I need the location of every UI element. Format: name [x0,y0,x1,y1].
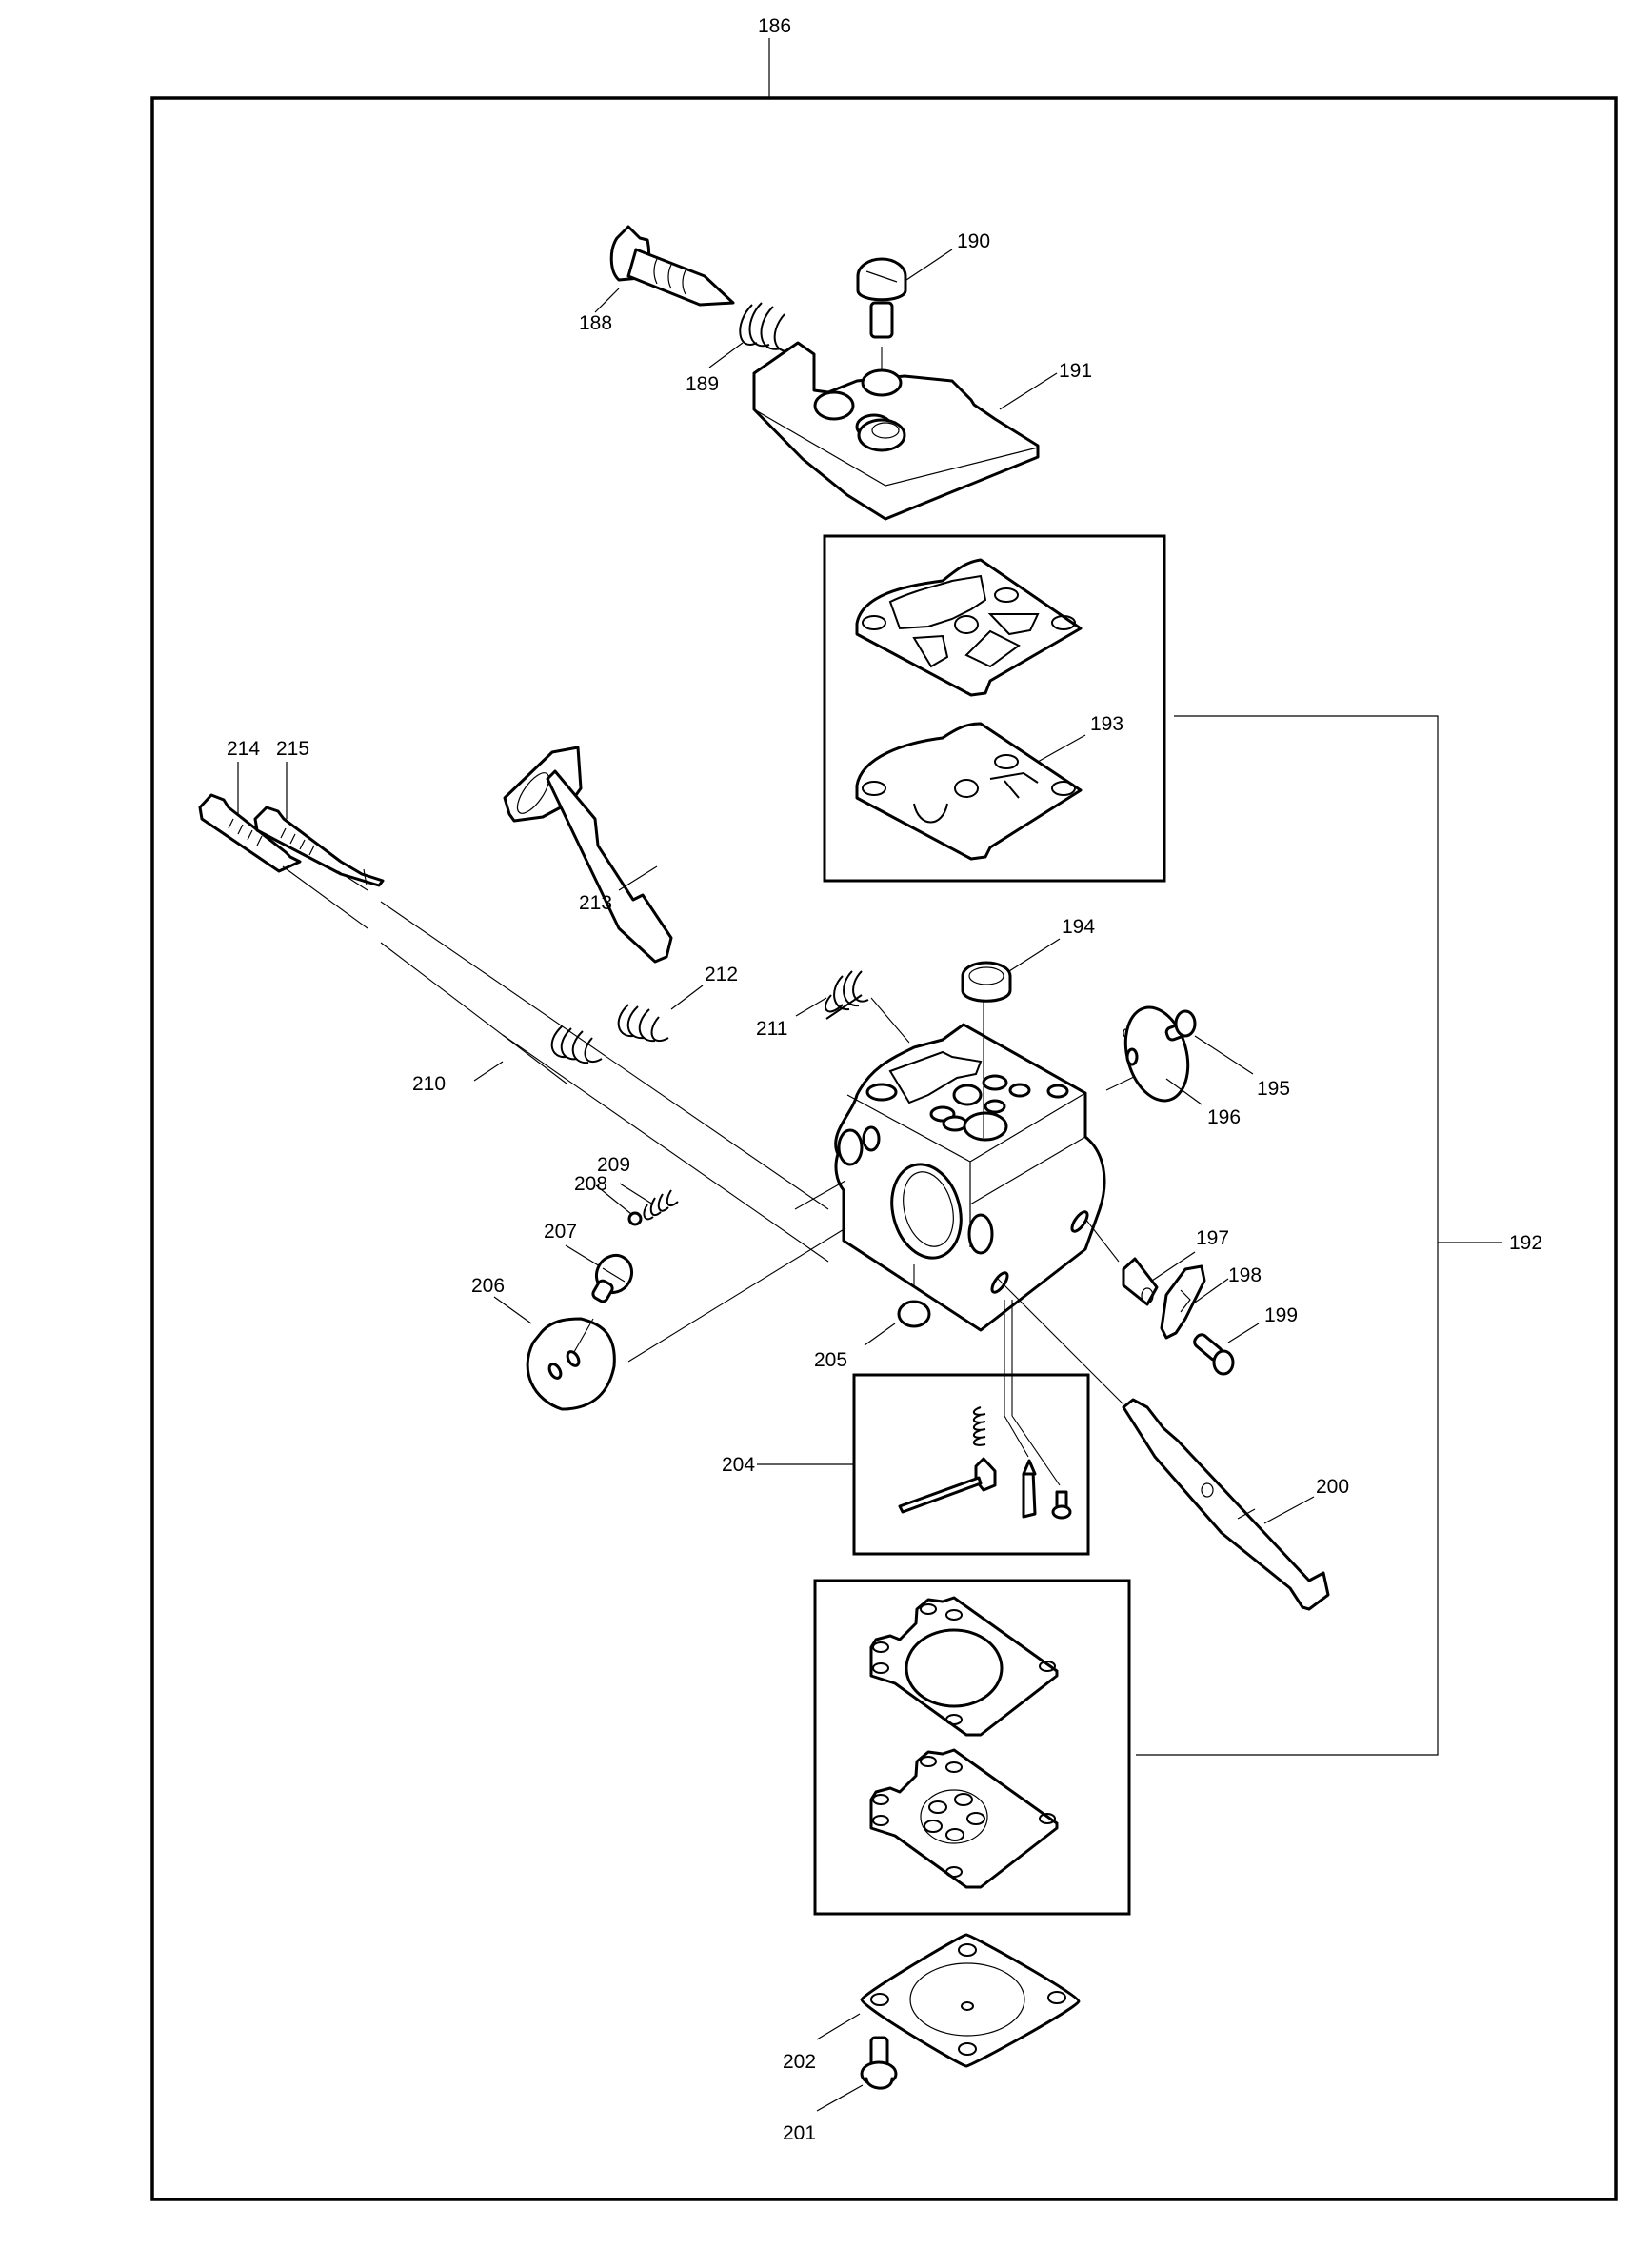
label-199: 199 [1264,1304,1298,1326]
part-199-screw-icon[interactable] [1192,1332,1235,1376]
part-189-spring-icon[interactable] [739,302,799,352]
part-215-needle-icon[interactable] [253,806,385,887]
label-193: 193 [1090,713,1123,735]
part-210-spring-icon[interactable] [550,1025,603,1064]
kit-bracket-192: 192 [1136,715,1542,1756]
label-196: 196 [1207,1106,1241,1128]
part-213-shaft-icon[interactable] [503,746,673,964]
part-197-bushing-icon[interactable] [1122,1257,1159,1306]
body-axis-lines [627,990,1137,1416]
label-209: 209 [597,1154,630,1176]
part-200-shaft-icon[interactable] [1122,1398,1330,1611]
label-215: 215 [276,738,309,760]
part-202-cover-icon[interactable] [860,1933,1081,2068]
label-189: 189 [686,373,719,395]
part-190-screw-icon[interactable] [856,257,907,339]
label-186: 186 [758,15,791,37]
part-206-valve-icon[interactable] [526,1317,616,1411]
part-193-gasket-top-icon[interactable] [855,558,1083,697]
part-gasket-metering-icon[interactable] [869,1596,1059,1737]
part-195-screw-icon[interactable] [1164,1009,1197,1042]
label-212: 212 [705,964,738,985]
label-210: 210 [412,1073,446,1095]
label-205: 205 [814,1349,847,1371]
label-190: 190 [957,230,990,252]
label-188: 188 [579,312,612,334]
carburetor-body-icon[interactable] [834,1023,1106,1332]
part-208-ball-icon[interactable] [627,1211,643,1226]
part-188-screw-icon[interactable] [609,225,735,307]
label-208: 208 [574,1173,607,1195]
kit-box-diaphragm [813,1579,1131,1916]
part-194-plug-icon[interactable] [961,961,1012,1003]
label-197: 197 [1196,1227,1229,1249]
part-214-needle-icon[interactable] [198,793,302,873]
part-191-bracket-icon[interactable] [752,341,1040,521]
label-192: 192 [1509,1232,1542,1254]
part-201-screw-icon[interactable] [860,2036,898,2090]
label-206: 206 [471,1275,505,1297]
needle-axis-lines [282,865,829,1263]
part-207-screw-icon[interactable] [589,1249,638,1303]
kit-box-193 [823,534,1166,883]
assembly-frame: 186 [150,15,1618,2201]
kit-box-204 [852,1373,1090,1556]
label-214: 214 [227,738,260,760]
label-195: 195 [1257,1078,1290,1100]
part-205-oring-icon[interactable] [897,1300,931,1328]
part-193-gasket-bottom-icon[interactable] [855,722,1083,861]
label-202: 202 [783,2051,816,2073]
part-209-spring-icon[interactable] [643,1189,679,1221]
label-213: 213 [579,892,612,914]
label-211: 211 [756,1018,787,1040]
label-198: 198 [1228,1264,1262,1286]
label-191: 191 [1059,360,1092,382]
part-204-inlet-needle-kit-icon[interactable] [898,1406,1072,1520]
part-198-detent-icon[interactable] [1160,1264,1206,1340]
label-201: 201 [783,2122,816,2144]
label-200: 200 [1316,1476,1349,1498]
label-194: 194 [1062,916,1095,938]
label-207: 207 [544,1221,577,1243]
label-204: 204 [722,1454,755,1476]
part-212-spring-icon[interactable] [617,1004,669,1043]
part-diaphragm-metering-icon[interactable] [869,1748,1059,1889]
part-211-spring-icon[interactable] [825,970,869,1020]
